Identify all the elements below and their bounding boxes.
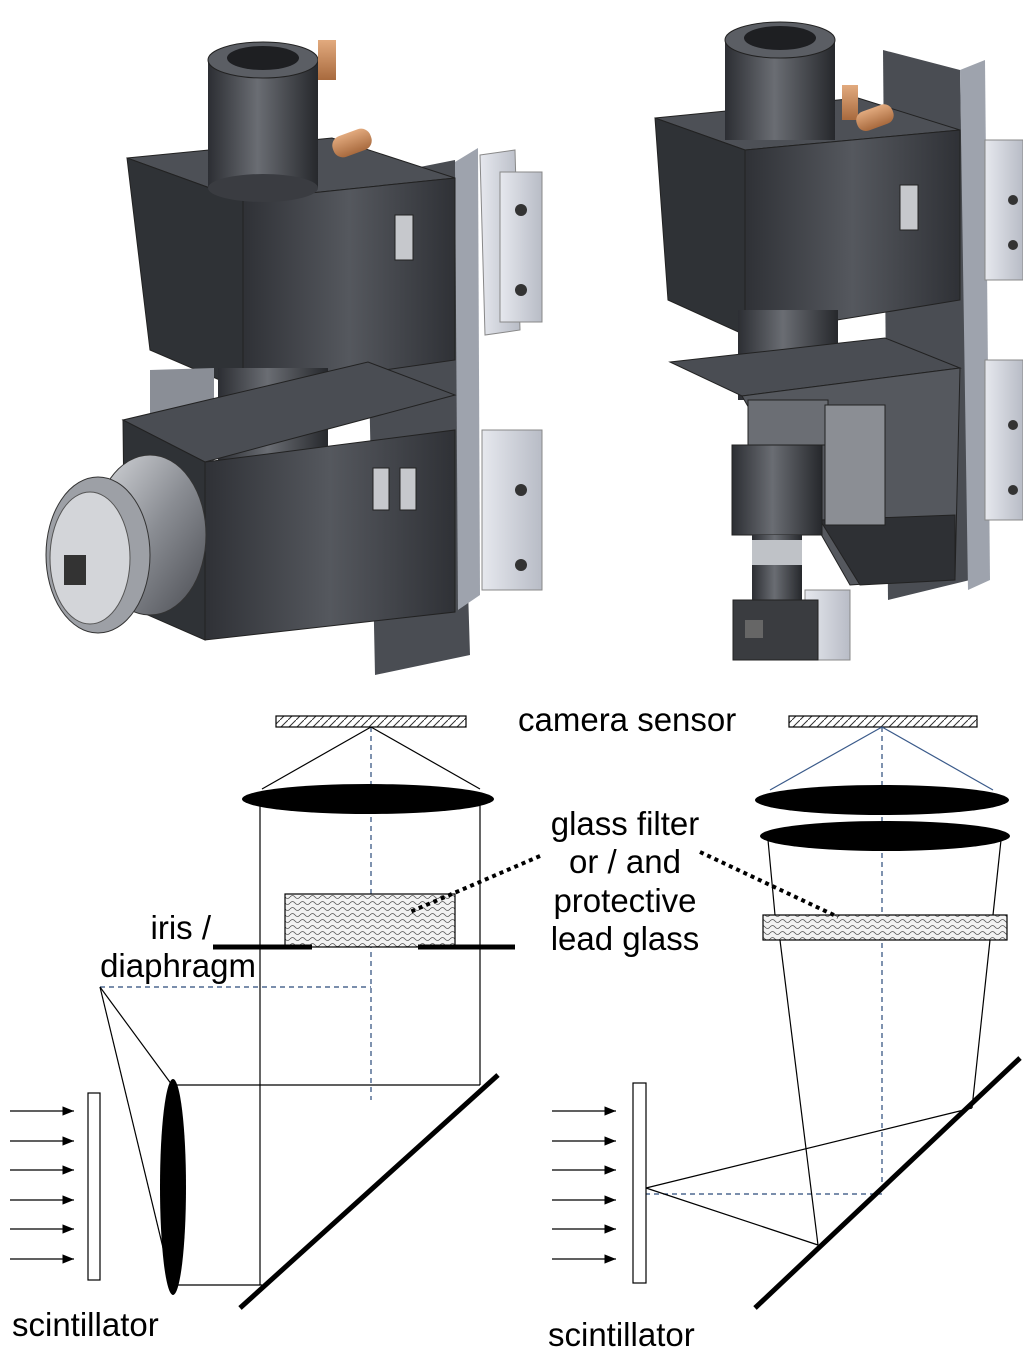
incoming-radiation-arrows-right: [552, 1106, 616, 1264]
camera-sensor-right: [788, 715, 978, 728]
glass-filter-label-line2: or / and: [569, 843, 681, 881]
lower-lens-stack-right: [731, 399, 886, 661]
mount-bracket-left-upper: [455, 148, 543, 610]
side-lens-left: [45, 454, 207, 634]
scintillator-label-left: scintillator: [12, 1306, 159, 1343]
camera-assembly-right: [654, 21, 1023, 661]
mount-bracket-left-lower: [481, 429, 543, 591]
mount-bracket-right-upper: [984, 139, 1023, 281]
glass-filter-right: [762, 914, 1008, 941]
optics-schematic-left: [10, 715, 541, 1310]
scintillator-left: [87, 1092, 101, 1281]
lens-barrel-top-right: [724, 21, 894, 140]
mirror-right: [753, 1056, 1022, 1310]
lens-barrel-top-left: [207, 40, 372, 202]
lens-right-top-2: [760, 821, 1010, 851]
filter-leader-left: [409, 854, 541, 914]
optics-schematic-right: [552, 715, 1022, 1310]
mirror-left: [238, 1073, 500, 1310]
glass-filter-left: [284, 893, 456, 948]
lens-left-side: [160, 1079, 186, 1295]
scintillator-label-right: scintillator: [548, 1316, 695, 1353]
iris-label-line2: diaphragm: [100, 947, 256, 985]
lens-right-top-1: [755, 785, 1009, 815]
camera-assembly-left: [45, 40, 543, 675]
camera-sensor-label: camera sensor: [518, 701, 737, 738]
glass-filter-label-line3: protective: [553, 881, 697, 919]
glass-filter-label-line4: lead glass: [550, 919, 700, 957]
iris-diaphragm-label: iris / diaphragm: [60, 909, 256, 985]
filter-leader-right: [699, 850, 839, 919]
mount-bracket-right-lower: [984, 359, 1023, 521]
camera-sensor-left: [275, 715, 467, 728]
incoming-radiation-arrows-left: [10, 1106, 74, 1264]
glass-filter-label-line1: glass filter: [550, 805, 700, 842]
glass-filter-label: glass filter or / and protective lead gl…: [530, 805, 720, 957]
iris-label-line1: iris /: [150, 909, 212, 946]
scintillator-right: [632, 1082, 647, 1284]
lens-left-top: [242, 784, 494, 814]
